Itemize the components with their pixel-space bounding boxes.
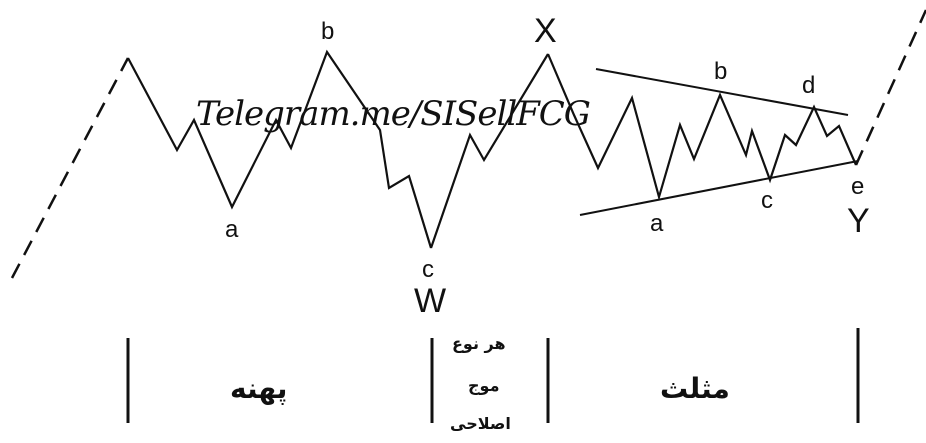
watermark-text: Telegram.me/SISellFCG — [196, 94, 591, 134]
caption-corrective-line-1: هر نوع — [452, 334, 506, 353]
w-c-label: c — [422, 256, 434, 283]
incoming-dashed-trend — [10, 57, 130, 279]
triangle-wave-path — [546, 53, 858, 202]
triangle-d-label: d — [802, 72, 816, 99]
triangle-upper-line — [595, 68, 849, 116]
flat-wave-path — [127, 49, 433, 249]
triangle-lower-line — [579, 160, 859, 216]
triangle-a-label: a — [650, 210, 664, 237]
caption-corrective-line-2: موج — [468, 376, 500, 395]
caption-triangle: مثلث — [660, 372, 730, 405]
triangle-c-label: c — [761, 187, 773, 214]
flat-b-label: b — [321, 18, 335, 45]
w-wave-label: W — [414, 282, 447, 320]
y-wave-label: Y — [847, 202, 870, 240]
caption-corrective-line-3: اصلاحی — [450, 414, 511, 433]
triangle-e-label: e — [851, 173, 865, 200]
x-wave-path — [429, 53, 549, 249]
x-wave-label: X — [534, 12, 557, 50]
caption-flat: پهنه — [230, 372, 288, 405]
outgoing-dashed-trend — [854, 9, 926, 166]
triangle-b-label: b — [714, 58, 728, 85]
flat-a-label: a — [225, 216, 239, 243]
